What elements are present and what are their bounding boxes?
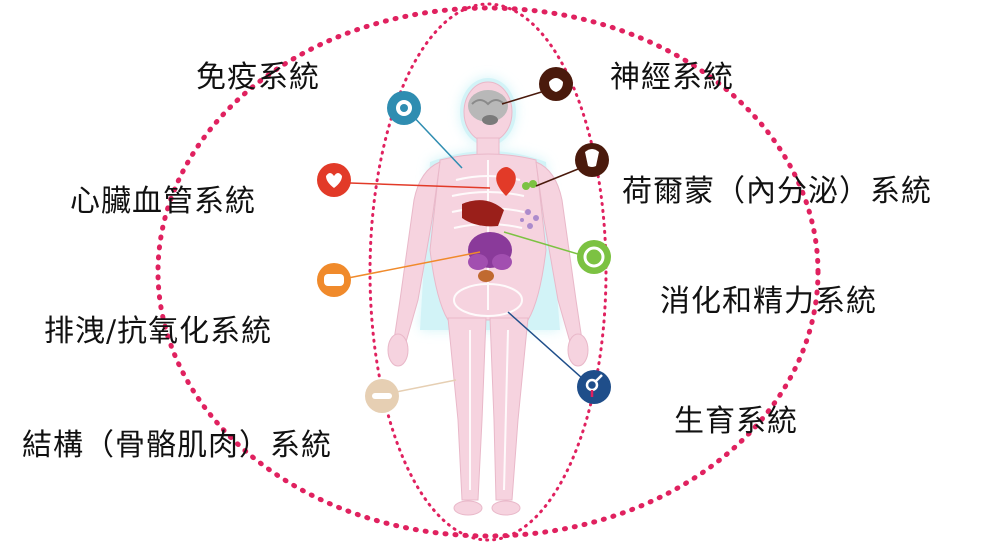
label-hormone-system: 荷爾蒙（內分泌）系統 <box>622 174 932 209</box>
label-digestive-system: 消化和精力系統 <box>660 284 877 319</box>
thyroid-gland-icon <box>575 143 609 177</box>
human-body-figure <box>387 78 589 516</box>
label-immune-system: 免疫系統 <box>196 60 320 95</box>
brain-icon <box>539 67 573 101</box>
connector-lines <box>347 89 593 393</box>
intestines-organ <box>468 232 512 282</box>
label-structural-system: 結構（骨骼肌肉）系統 <box>22 428 332 463</box>
label-nervous-system: 神經系統 <box>610 60 734 95</box>
immune-cells <box>520 209 539 229</box>
gender-symbol-icon <box>577 370 611 404</box>
label-reproductive-system: 生育系統 <box>674 404 798 439</box>
outer-dotted-ring <box>155 5 821 539</box>
intestine-icon <box>577 240 611 274</box>
inner-dotted-ellipse <box>368 2 608 542</box>
kidney-icon <box>317 263 351 297</box>
label-cardio-system: 心臟血管系統 <box>70 184 256 219</box>
brain-organ <box>468 90 508 125</box>
thyroid-organ <box>522 180 537 190</box>
heart-icon <box>317 163 351 197</box>
immune-cell-icon <box>387 91 421 125</box>
heart-organ <box>496 167 516 196</box>
liver-organ <box>462 200 504 227</box>
bone-icon <box>365 379 399 413</box>
label-detox-system: 排洩/抗氧化系統 <box>44 314 273 349</box>
